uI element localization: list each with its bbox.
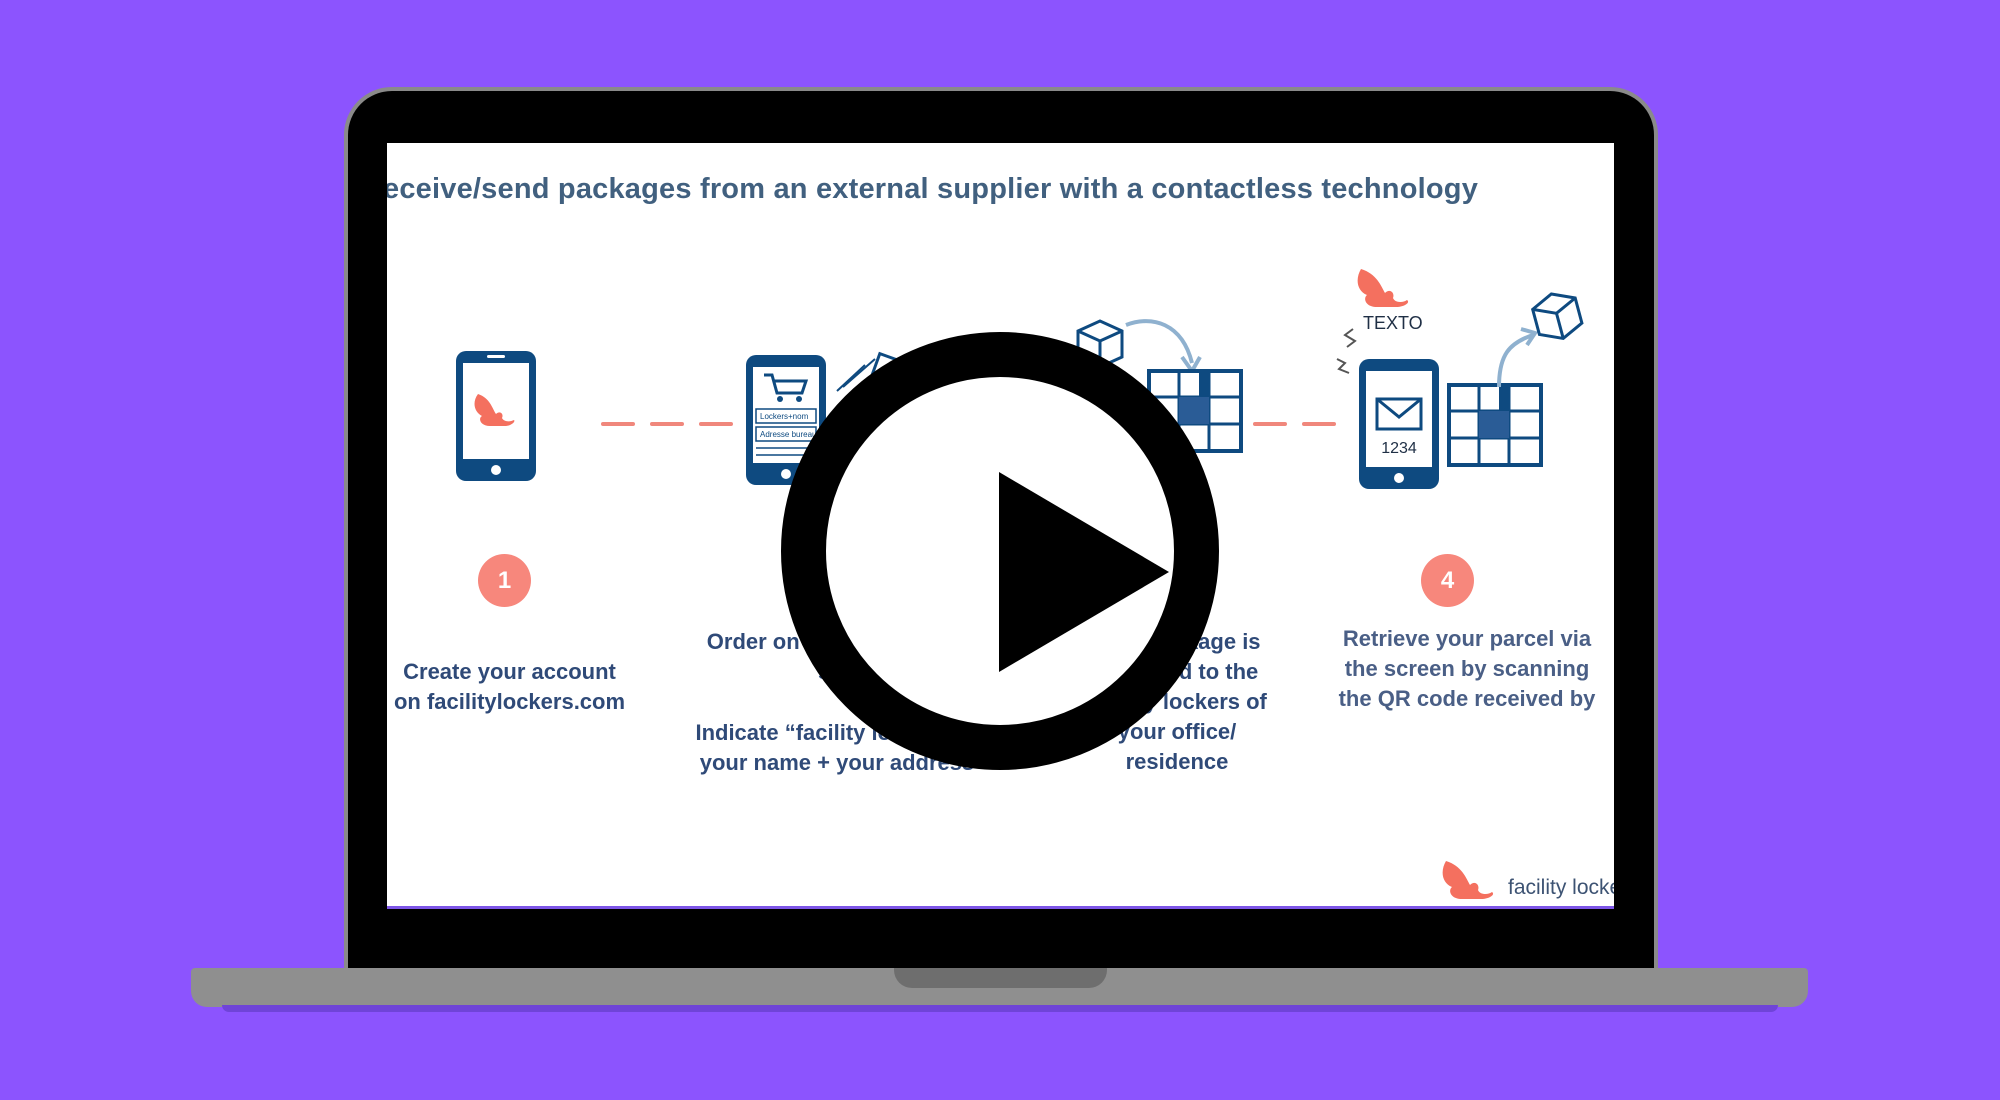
laptop-base-shadow — [222, 1005, 1778, 1012]
play-icon — [999, 472, 1169, 672]
signal-icon — [1336, 328, 1357, 374]
sms-label: TEXTO — [1363, 313, 1423, 333]
phone-label: Adresse bureau — [760, 430, 816, 439]
connector-dash — [1253, 422, 1287, 426]
connector-dash — [601, 422, 635, 426]
step-4-caption: Retrieve your parcel via the screen by s… — [1338, 626, 1596, 711]
brand-text: facility lockers — [1508, 876, 1614, 899]
step-1-caption: Create your account on facilitylockers.c… — [393, 659, 626, 714]
cart-icon — [764, 373, 809, 402]
pickup-code: 1234 — [1381, 440, 1417, 457]
phone-label: Lockers+nom — [760, 412, 809, 421]
arrow-icon — [1497, 327, 1539, 388]
box-icon — [1530, 292, 1584, 341]
connector-dash — [1302, 422, 1336, 426]
screen-edge — [387, 906, 1614, 909]
phone-icon: 1234 — [1359, 359, 1439, 489]
squirrel-logo-icon — [1357, 269, 1409, 307]
play-button[interactable] — [781, 332, 1219, 770]
laptop-notch — [894, 968, 1107, 988]
step-number-1: 1 — [478, 554, 531, 607]
squirrel-logo-icon — [1442, 861, 1494, 899]
locker-icon — [1447, 383, 1543, 467]
connector-dash — [699, 422, 733, 426]
phone-icon — [456, 351, 536, 481]
step-number-4: 4 — [1421, 554, 1474, 607]
envelope-icon — [1375, 397, 1423, 431]
slide-title: eceive/send packages from an external su… — [387, 173, 1479, 205]
squirrel-logo-icon — [474, 394, 515, 426]
connector-dash — [650, 422, 684, 426]
